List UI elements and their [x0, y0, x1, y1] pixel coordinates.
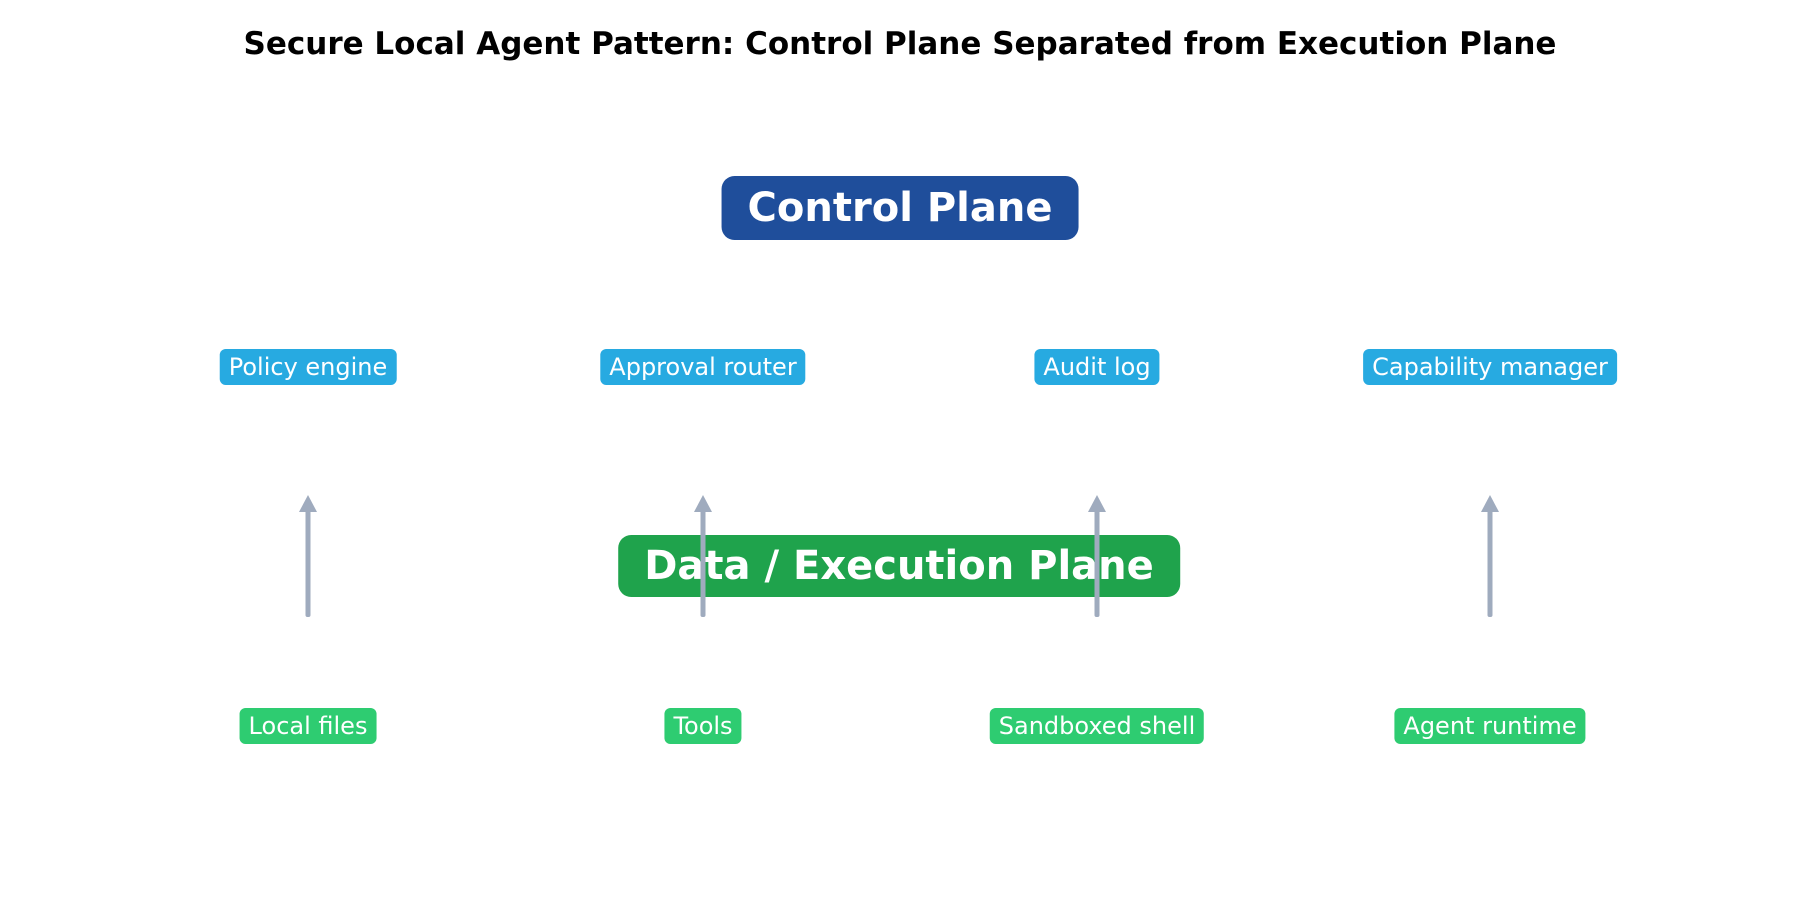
up-arrow-icon	[1088, 495, 1106, 620]
arrow-head	[1481, 495, 1499, 512]
arrow-head	[1088, 495, 1106, 512]
up-arrow-icon	[299, 495, 317, 620]
control-component-policy-engine: Policy engine	[219, 349, 397, 385]
control-component-audit-log: Audit log	[1034, 349, 1160, 385]
execution-plane-banner: Data / Execution Plane	[618, 535, 1180, 597]
arrow-shaft	[1094, 509, 1100, 617]
control-plane-banner: Control Plane	[721, 176, 1079, 240]
up-arrow-icon	[694, 495, 712, 620]
execution-component-tools: Tools	[664, 708, 742, 744]
up-arrow-icon	[1481, 495, 1499, 620]
control-component-capability-manager: Capability manager	[1363, 349, 1617, 385]
arrow-head	[299, 495, 317, 512]
execution-component-local-files: Local files	[239, 708, 377, 744]
arrow-shaft	[1487, 509, 1493, 617]
execution-component-agent-runtime: Agent runtime	[1394, 708, 1586, 744]
arrow-shaft	[305, 509, 311, 617]
arrow-shaft	[700, 509, 706, 617]
diagram-title: Secure Local Agent Pattern: Control Plan…	[243, 26, 1557, 62]
arrow-head	[694, 495, 712, 512]
control-component-approval-router: Approval router	[600, 349, 806, 385]
execution-component-sandboxed-shell: Sandboxed shell	[989, 708, 1205, 744]
